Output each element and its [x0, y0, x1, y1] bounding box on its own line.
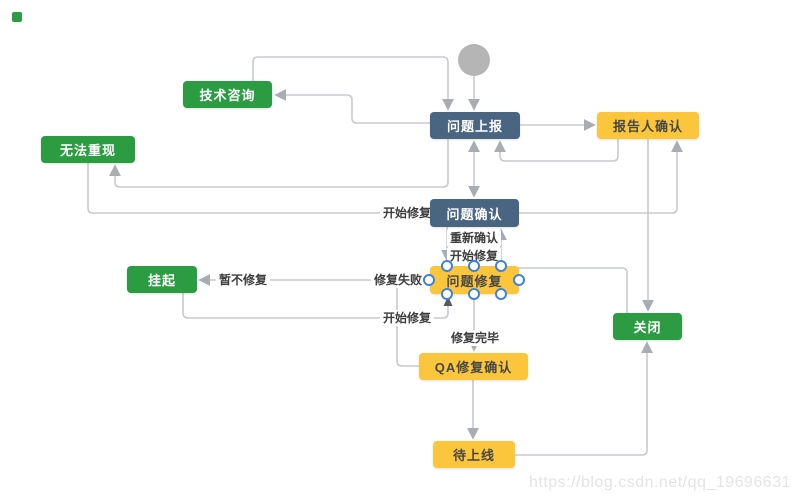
edge-label-fix-complete: 修复完毕 [447, 330, 503, 346]
start-node[interactable] [458, 44, 490, 76]
node-cannot-reproduce[interactable]: 无法重现 [41, 136, 135, 163]
node-issue-report[interactable]: 问题上报 [430, 112, 520, 139]
edge-label-start-fix-mid: 开始修复 [446, 248, 502, 264]
edge-confirm-to-reporter [519, 140, 683, 214]
edge-report-to-consult [274, 89, 430, 124]
edge-pending-to-close [515, 341, 653, 456]
connection-handle[interactable] [441, 288, 453, 300]
edge-label-start-fix-left: 开始修复 [379, 205, 435, 221]
connection-handle[interactable] [495, 260, 507, 272]
dark-arrowhead [443, 296, 453, 306]
node-pending-release[interactable]: 待上线 [433, 441, 515, 468]
edge-label-start-fix-bottom: 开始修复 [379, 310, 435, 326]
connection-handle[interactable] [468, 260, 480, 272]
connection-handle[interactable] [495, 288, 507, 300]
edge-report-to-cannotreproduce [109, 139, 449, 188]
edge-reporter-to-report [494, 139, 619, 162]
connection-handle[interactable] [468, 288, 480, 300]
edge-fix-to-close [505, 267, 628, 313]
edge-cannotreproduce-to-confirm [87, 163, 429, 214]
edge-suspend-to-fix [182, 293, 449, 319]
edge-consult-to-report [252, 56, 454, 111]
edge-label-fix-failed: 修复失败 [370, 272, 426, 288]
node-qa-fix-confirm[interactable]: QA修复确认 [419, 353, 528, 380]
edge-label-no-fix-for-now: 暂不修复 [215, 272, 271, 288]
edge-qa-to-fix [396, 281, 419, 367]
watermark: https://blog.csdn.net/qq_19696631 [528, 474, 791, 491]
corner-mark [12, 12, 22, 22]
node-issue-confirm[interactable]: 问题确认 [430, 199, 519, 227]
node-suspend[interactable]: 挂起 [127, 266, 197, 293]
connection-handle[interactable] [441, 260, 453, 272]
node-close[interactable]: 关闭 [613, 313, 682, 340]
connection-handle[interactable] [423, 274, 435, 286]
node-reporter-confirm[interactable]: 报告人确认 [597, 112, 699, 139]
connection-handle[interactable] [513, 274, 525, 286]
edge-label-reconfirm: 重新确认 [446, 230, 502, 246]
node-tech-consult[interactable]: 技术咨询 [183, 81, 272, 108]
